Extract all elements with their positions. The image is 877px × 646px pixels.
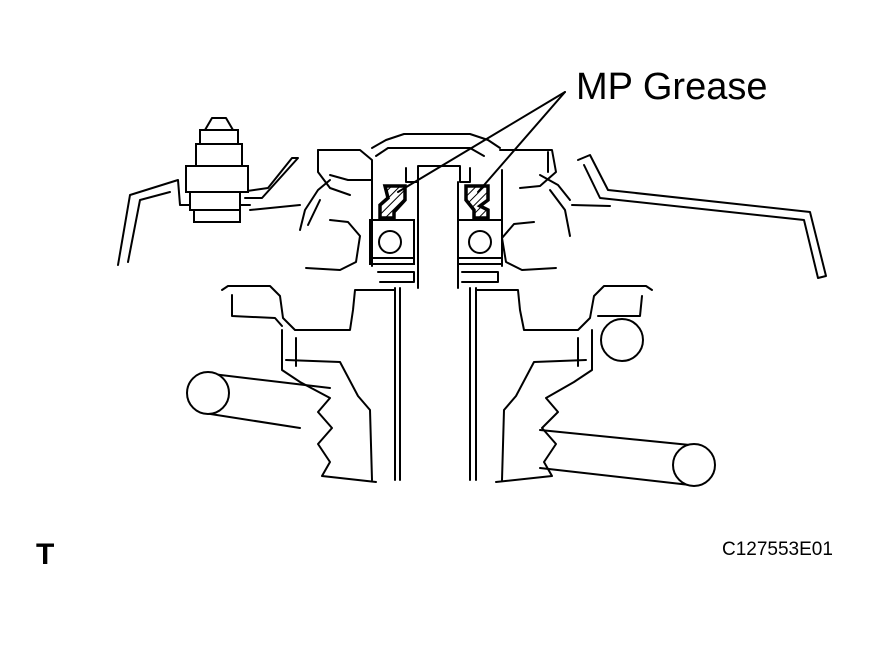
grease-area-right — [464, 184, 490, 220]
coil-spring-right — [539, 318, 716, 487]
grease-area-left — [378, 184, 407, 220]
callout-leaders — [397, 91, 566, 193]
figure-code: C127553E01 — [722, 539, 833, 560]
bearing-right — [457, 169, 503, 267]
corner-mark: T — [36, 538, 55, 571]
bump-stop-left — [281, 329, 377, 483]
piston-rod — [377, 165, 499, 481]
bearing-left — [369, 169, 415, 267]
spring-seat — [221, 285, 653, 331]
upper-mount — [299, 133, 571, 271]
stud-nut — [185, 117, 249, 223]
coil-spring-left — [186, 371, 331, 429]
bump-stop-right — [495, 329, 593, 483]
callout-label: MP Grease — [576, 66, 768, 108]
body-panel-right — [571, 154, 827, 279]
